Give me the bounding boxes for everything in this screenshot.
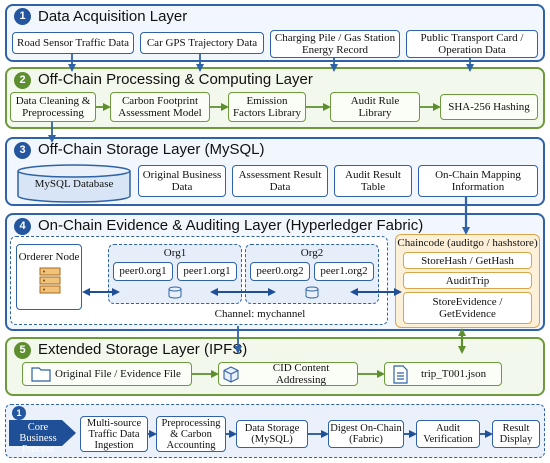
car-gps-trajectory-data-box: Car GPS Trajectory Data bbox=[140, 32, 264, 54]
peer0-org2-box: peer0.org2 bbox=[250, 262, 310, 281]
mysql-database-label: MySQL Database bbox=[34, 178, 114, 190]
step-audit-verification: Audit Verification bbox=[416, 420, 480, 448]
org2-label: Org2 bbox=[300, 247, 324, 259]
audit-trip-box: AuditTrip bbox=[403, 272, 532, 289]
sha256-hashing-box: SHA-256 Hashing bbox=[440, 94, 538, 120]
audit-rule-library-box: Audit Rule Library bbox=[330, 92, 420, 122]
data-cleaning-box: Data Cleaning & Preprocessing bbox=[10, 92, 96, 122]
emission-factors-library-box: Emission Factors Library bbox=[228, 92, 306, 122]
assessment-result-data-box: Assessment Result Data bbox=[232, 165, 328, 197]
charging-pile-energy-record-box: Charging Pile / Gas Station Energy Recor… bbox=[270, 30, 400, 58]
original-evidence-file-box: Original File / Evidence File bbox=[22, 362, 192, 386]
layer-1-badge: 1 bbox=[14, 8, 31, 25]
step-carbon-accounting: Preprocessing & Carbon Accounting bbox=[156, 416, 226, 452]
step-data-ingestion: Multi-source Traffic Data Ingestion bbox=[80, 416, 148, 452]
store-evidence-get-evidence-box: StoreEvidence / GetEvidence bbox=[403, 292, 532, 324]
original-evidence-file-label: Original File / Evidence File bbox=[55, 368, 181, 380]
layer-2-title: Off-Chain Processing & Computing Layer bbox=[38, 71, 313, 88]
store-hash-get-hash-box: StoreHash / GetHash bbox=[403, 252, 532, 269]
core-business-process-label: Core Business Process bbox=[19, 422, 57, 455]
audit-result-table-box: Audit Result Table bbox=[334, 165, 412, 197]
peer0-org1-box: peer0.org1 bbox=[113, 262, 173, 281]
layer-5-title: Extended Storage Layer (IPFS) bbox=[38, 341, 248, 358]
layer-3-title: Off-Chain Storage Layer (MySQL) bbox=[38, 141, 265, 158]
road-sensor-traffic-data-box: Road Sensor Traffic Data bbox=[12, 32, 134, 54]
process-badge: 1 bbox=[12, 406, 26, 420]
layer-5-badge: 5 bbox=[14, 342, 31, 359]
peer1-org2-box: peer1.org2 bbox=[314, 262, 374, 281]
original-business-data-box: Original Business Data bbox=[138, 165, 226, 197]
trip-json-file-box: trip_T001.json bbox=[384, 362, 502, 386]
layer-1-title: Data Acquisition Layer bbox=[38, 8, 188, 25]
cid-content-addressing-box: CID Content Addressing bbox=[218, 362, 358, 386]
channel-label: Channel: mychannel bbox=[214, 308, 306, 320]
layer-4-title: On-Chain Evidence & Auditing Layer (Hype… bbox=[38, 217, 424, 234]
trip-json-file-label: trip_T001.json bbox=[421, 368, 487, 380]
layer-4-badge: 4 bbox=[14, 218, 31, 235]
orderer-node-label: Orderer Node bbox=[18, 251, 80, 263]
step-digest-on-chain: Digest On-Chain (Fabric) bbox=[328, 420, 404, 448]
layer-3-badge: 3 bbox=[14, 142, 31, 159]
peer1-org1-box: peer1.org1 bbox=[177, 262, 237, 281]
on-chain-mapping-info-box: On-Chain Mapping Information bbox=[418, 165, 538, 197]
chaincode-title: Chaincode (auditgo / hashstore) bbox=[397, 237, 538, 249]
step-data-storage: Data Storage (MySQL) bbox=[236, 420, 308, 448]
org1-label: Org1 bbox=[163, 247, 187, 259]
step-result-display: Result Display bbox=[492, 420, 540, 448]
cid-content-addressing-label: CID Content Addressing bbox=[272, 362, 330, 386]
public-transport-card-data-box: Public Transport Card / Operation Data bbox=[406, 30, 538, 58]
carbon-footprint-model-box: Carbon Footprint Assessment Model bbox=[110, 92, 210, 122]
layer-2-badge: 2 bbox=[14, 72, 31, 89]
